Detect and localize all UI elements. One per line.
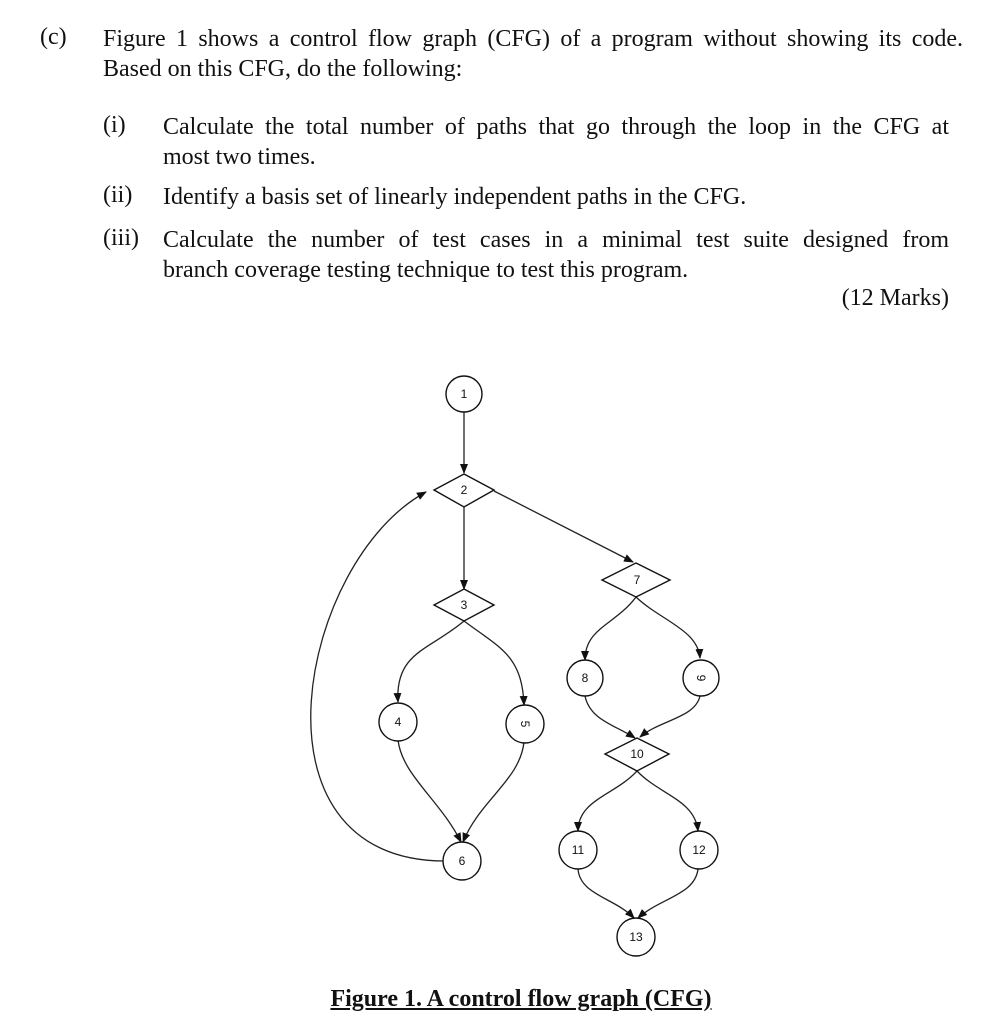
node-2-label: 2 — [461, 483, 468, 497]
node-3: 3 — [432, 588, 496, 622]
edge-2-7 — [493, 490, 634, 563]
part-iii-line-1: Calculate the number of test cases in a … — [163, 227, 949, 253]
edge-11-13 — [577, 868, 635, 919]
edge-10-11 — [574, 770, 638, 832]
node-9: 9 — [682, 659, 720, 697]
edge-7-8 — [581, 596, 637, 661]
node-13: 13 — [616, 917, 656, 957]
part-i-line-2: most two times. — [163, 144, 316, 170]
intro-line-2: Based on this CFG, do the following: — [103, 56, 463, 82]
edge-9-10 — [639, 695, 701, 738]
edge-7-9 — [635, 596, 704, 659]
node-3-label: 3 — [461, 598, 468, 612]
node-8: 8 — [566, 659, 604, 697]
node-5-label: 5 — [518, 721, 532, 728]
node-1-label: 1 — [461, 387, 468, 401]
node-4-label: 4 — [395, 715, 402, 729]
node-12-label: 12 — [692, 843, 706, 857]
node-11-label: 11 — [572, 843, 585, 857]
figure-caption: Figure 1. A control flow graph (CFG) — [330, 986, 712, 1012]
node-13-label: 13 — [629, 930, 643, 944]
part-i-label: (i) — [103, 112, 126, 138]
intro-line-1: Figure 1 shows a control flow graph (CFG… — [103, 26, 963, 52]
node-7-label: 7 — [634, 573, 641, 587]
node-10-label: 10 — [630, 747, 644, 761]
node-5: 5 — [505, 704, 545, 744]
question-label: (c) — [40, 24, 67, 50]
node-9-label: 9 — [694, 675, 708, 682]
part-ii-label: (ii) — [103, 182, 133, 208]
node-6-label: 6 — [459, 854, 466, 868]
edge-5-6 — [462, 741, 525, 843]
node-11: 11 — [558, 830, 598, 870]
part-ii-line-1: Identify a basis set of linearly indepen… — [163, 184, 747, 210]
edge-3-5 — [463, 620, 528, 706]
edge-10-12 — [636, 770, 702, 832]
node-8-label: 8 — [582, 671, 589, 685]
part-iii-label: (iii) — [103, 225, 139, 251]
question-intro: Figure 1 shows a control flow graph (CFG… — [103, 24, 963, 84]
node-12: 12 — [679, 830, 719, 870]
part-ii-text: Identify a basis set of linearly indepen… — [163, 182, 949, 212]
node-10: 10 — [603, 737, 671, 772]
edge-6-2 — [310, 491, 445, 862]
node-7: 7 — [600, 562, 672, 598]
edge-3-4 — [393, 620, 465, 703]
edge-8-10 — [584, 695, 636, 739]
part-iii-line-2: branch coverage testing technique to tes… — [163, 257, 689, 283]
edge-4-6 — [397, 739, 462, 843]
part-i-line-1: Calculate the total number of paths that… — [163, 114, 949, 140]
part-i-text: Calculate the total number of paths that… — [163, 112, 949, 172]
node-4: 4 — [378, 702, 418, 742]
node-2: 2 — [432, 473, 496, 508]
marks-label: (12 Marks) — [841, 285, 949, 311]
node-6: 6 — [442, 841, 482, 881]
node-1: 1 — [445, 375, 483, 413]
part-iii-text: Calculate the number of test cases in a … — [163, 225, 949, 285]
edge-12-13 — [637, 868, 699, 919]
